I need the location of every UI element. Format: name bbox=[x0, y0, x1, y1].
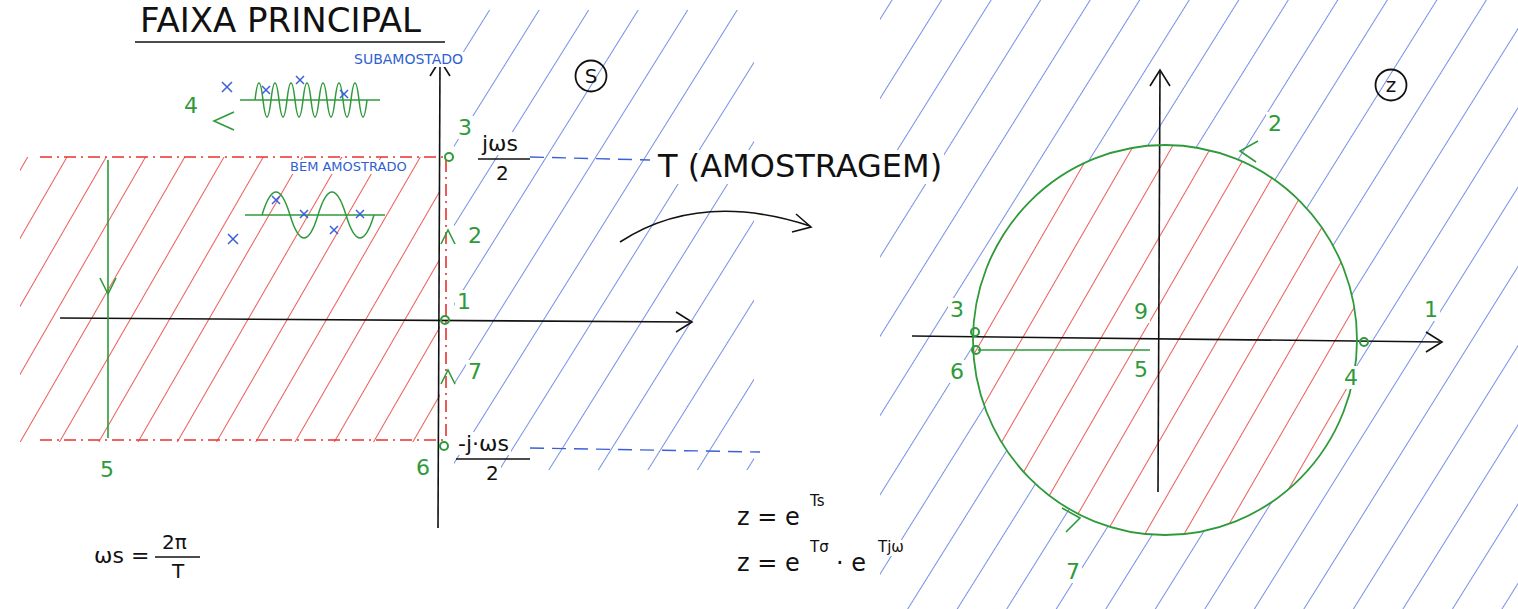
formula: T bbox=[170, 561, 186, 582]
callout-number: 3 bbox=[456, 116, 474, 139]
callout-number: 7 bbox=[1064, 560, 1082, 583]
imag-axis-path bbox=[445, 160, 447, 440]
callout-number: 6 bbox=[414, 456, 432, 479]
undersampled-wave bbox=[255, 83, 367, 117]
sample-marks bbox=[228, 196, 364, 244]
callout-number: 1 bbox=[455, 290, 473, 313]
point-marker bbox=[1360, 338, 1368, 346]
formula-exponent: Ts bbox=[808, 494, 827, 510]
formula: z = e bbox=[735, 505, 802, 530]
outside-circle-hatch bbox=[880, 0, 1518, 609]
formula-exponent: Tjω bbox=[876, 540, 906, 556]
path-line bbox=[107, 160, 109, 438]
title-underline bbox=[135, 41, 445, 43]
callout-number: 5 bbox=[98, 458, 116, 481]
axis-arrowhead bbox=[1426, 332, 1442, 352]
well-sampled-wave bbox=[262, 192, 374, 238]
callout-number: 6 bbox=[948, 360, 966, 383]
page-title: FAIXA PRINCIPAL bbox=[140, 3, 421, 39]
fraction-bar bbox=[155, 556, 200, 558]
band-limit bbox=[40, 156, 445, 158]
point-marker bbox=[441, 316, 449, 324]
projection-line bbox=[530, 448, 760, 452]
sample-marks bbox=[222, 76, 348, 98]
unit-circle bbox=[973, 145, 1357, 535]
fraction-bar bbox=[456, 458, 530, 460]
plane-letter: S bbox=[585, 66, 598, 86]
region-note: BEM AMOSTRADO bbox=[288, 160, 409, 174]
real-axis bbox=[60, 318, 690, 322]
formula: ωs = bbox=[92, 544, 151, 567]
formula: z = e bbox=[735, 551, 802, 576]
unstable-half-hatch bbox=[454, 10, 754, 470]
circle-outline bbox=[1376, 70, 1407, 101]
projection-line bbox=[530, 157, 650, 160]
path-arrowhead bbox=[441, 370, 455, 384]
mapping-arrow bbox=[620, 211, 810, 242]
callout-number: 4 bbox=[1342, 366, 1360, 389]
mapping-label: T (AMOSTRAGEM) bbox=[656, 150, 944, 184]
axis-arrowhead bbox=[676, 312, 692, 332]
callout-number: 4 bbox=[182, 94, 200, 117]
callout-number: 5 bbox=[1132, 358, 1150, 381]
path-arrowhead bbox=[100, 278, 116, 294]
formula: 2π bbox=[160, 532, 189, 553]
stable-band-hatch bbox=[20, 157, 440, 442]
fraction-bar bbox=[478, 158, 530, 160]
plane-tag: z bbox=[1374, 68, 1408, 102]
path-arrowhead bbox=[214, 112, 234, 130]
formula: · e bbox=[834, 551, 868, 576]
point-marker bbox=[972, 346, 980, 354]
imag-axis bbox=[438, 62, 440, 528]
waveform-axis bbox=[245, 214, 385, 215]
imag-axis bbox=[1158, 72, 1160, 492]
callout-number: 2 bbox=[466, 224, 484, 247]
region-note: SUBAMOSTADO bbox=[352, 52, 465, 67]
callout-number: 3 bbox=[948, 298, 966, 321]
circle-outline bbox=[576, 61, 607, 92]
frequency-label: 2 bbox=[484, 463, 501, 484]
plane-letter: z bbox=[1386, 75, 1397, 95]
callout-number: 1 bbox=[1422, 298, 1440, 321]
frequency-label: -j·ωs bbox=[456, 432, 511, 455]
point-marker bbox=[440, 442, 448, 450]
callout-number: 7 bbox=[466, 360, 484, 383]
formula-exponent: Tσ bbox=[808, 540, 831, 556]
path-arrowhead bbox=[1240, 141, 1258, 162]
path-arrowhead bbox=[1062, 508, 1080, 532]
frequency-label: 2 bbox=[494, 163, 511, 184]
band-limit bbox=[40, 439, 445, 441]
callout-number: 2 bbox=[1266, 112, 1284, 135]
callout-number: 9 bbox=[1132, 300, 1150, 323]
plane-tag: S bbox=[574, 59, 608, 93]
frequency-label: jωs bbox=[480, 132, 520, 155]
path-line bbox=[978, 349, 1150, 351]
point-marker bbox=[971, 328, 979, 336]
axis-arrowhead bbox=[1150, 70, 1170, 86]
mapping-arrowhead bbox=[792, 214, 811, 232]
path-arrowhead bbox=[441, 230, 455, 244]
point-marker bbox=[445, 153, 453, 161]
